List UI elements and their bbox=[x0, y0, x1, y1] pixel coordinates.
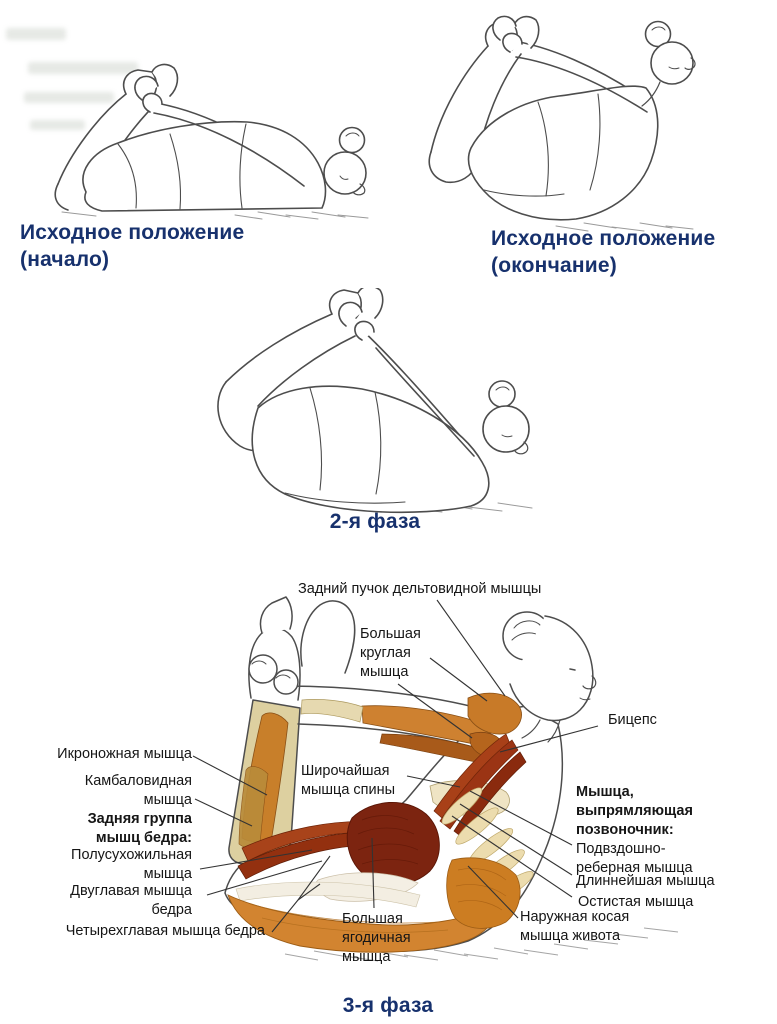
figure-phase3-anatomy-illustration bbox=[192, 596, 679, 962]
label-hamstring-group: Задняя группа мышц бедра: bbox=[87, 811, 192, 847]
caption-start-begin: Исходное положение (начало) bbox=[20, 221, 245, 271]
print-bleed-artifact bbox=[24, 92, 114, 103]
caption-phase3: 3-я фаза bbox=[342, 994, 434, 1017]
label-gluteus: Большая ягодичная мышца bbox=[342, 911, 411, 966]
label-soleus: Камбаловидная мышца bbox=[84, 773, 192, 809]
label-latissimus: Широчайшая мышца спины bbox=[301, 763, 396, 799]
label-teres-major: Большая круглая мышца bbox=[360, 626, 421, 681]
label-deltoid: Задний пучок дельтовидной мышцы bbox=[298, 581, 542, 597]
label-biceps: Бицепс bbox=[608, 712, 657, 728]
label-gastrocnemius: Икроножная мышца bbox=[57, 746, 192, 762]
label-erector-group: Мышца, выпрямляющая позвоночник: bbox=[576, 784, 693, 839]
figure-phase2-illustration bbox=[217, 288, 533, 514]
print-bleed-artifact bbox=[6, 28, 66, 40]
figure-start-begin-illustration bbox=[54, 63, 369, 220]
figure-start-end-illustration bbox=[428, 15, 696, 232]
print-bleed-artifact bbox=[30, 120, 85, 130]
caption-start-end: Исходное положение (окончание) bbox=[491, 227, 716, 277]
label-spinalis: Остистая мышца bbox=[578, 894, 694, 910]
caption-phase2: 2-я фаза bbox=[329, 510, 421, 533]
label-semitendinosus: Полусухожильная мышца bbox=[71, 847, 192, 883]
label-longissimus: Длиннейшая мышца bbox=[576, 873, 715, 889]
print-bleed-artifact bbox=[28, 62, 138, 74]
label-iliocostalis: Подвздошно-реберная мышца bbox=[576, 841, 693, 877]
label-biceps-femoris: Двуглавая мышца бедра bbox=[70, 883, 192, 919]
label-quadriceps: Четырехглавая мышца бедра bbox=[65, 923, 265, 939]
label-obliques: Наружная косая мышца живота bbox=[520, 909, 630, 945]
